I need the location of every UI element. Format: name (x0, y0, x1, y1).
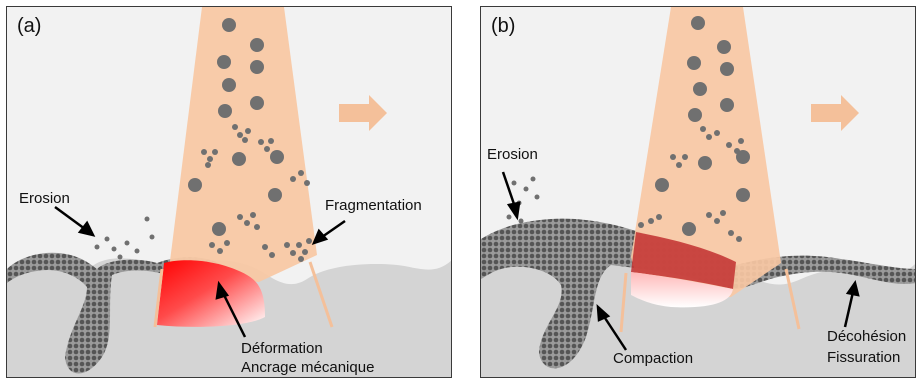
label-erosion-a: Erosion (19, 190, 70, 207)
panel-a-illustration (7, 7, 451, 377)
spray-cone (631, 7, 781, 297)
callout-arrows (501, 171, 860, 351)
callout-arrows (54, 205, 346, 338)
particles (94, 18, 312, 262)
compaction-zone-upper (631, 232, 736, 289)
label-deformation: Déformation (241, 340, 323, 357)
panel-tag-a: (a) (17, 15, 42, 37)
deposited-layer (481, 218, 915, 369)
direction-arrow (339, 95, 387, 131)
deformation-zone (157, 260, 265, 327)
panel-b: (b) Erosion Compaction Décohésion Fissur… (480, 6, 916, 378)
compaction-zone-lower (631, 272, 733, 308)
label-decohesion: Décohésion (827, 328, 907, 345)
label-fragmentation: Fragmentation (325, 197, 422, 214)
panel-a: (a) Erosion Fragmentation Déformation An… (6, 6, 452, 378)
label-cracking: Fissuration (827, 349, 901, 366)
panel-b-illustration (481, 7, 915, 377)
panel-tag-b: (b) (491, 15, 516, 37)
direction-arrow (811, 95, 859, 131)
label-erosion-b: Erosion (487, 146, 538, 163)
label-compaction: Compaction (613, 350, 694, 367)
particles (506, 16, 750, 242)
label-anchoring: Ancrage mécanique (241, 359, 375, 376)
spray-cone (169, 7, 317, 282)
